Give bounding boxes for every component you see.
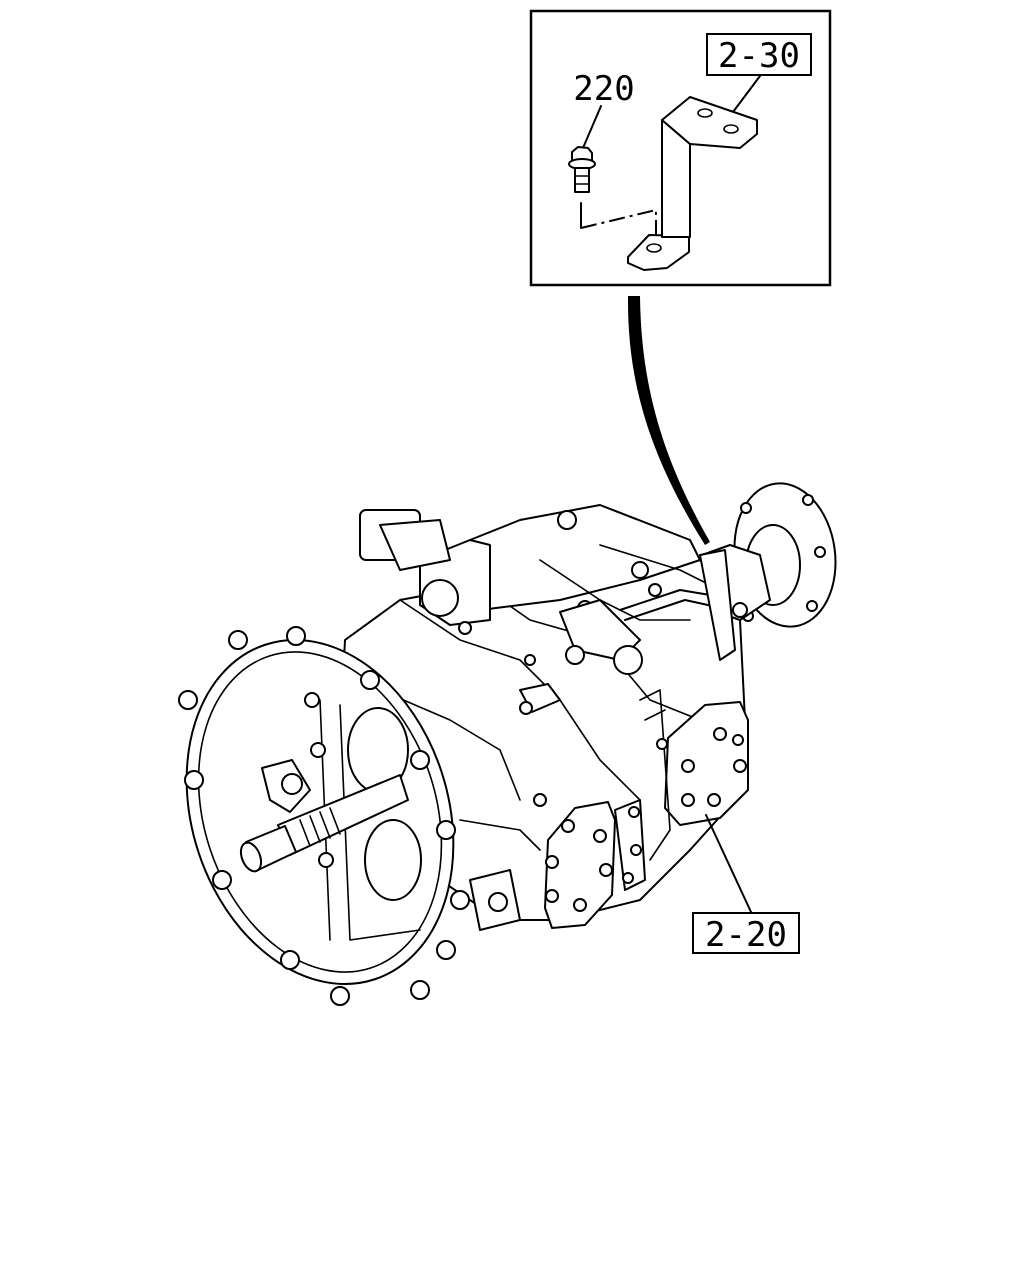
callout-bracket[interactable]: 2-30: [706, 33, 812, 76]
callout-transmission[interactable]: 2-20: [692, 912, 800, 955]
assembly-line: [580, 208, 657, 245]
callout-box-transmission: [692, 912, 800, 954]
leader-line-bolt: [582, 105, 602, 149]
transmission-assembly: [178, 482, 837, 1006]
callout-label-transmission: 2-20: [705, 915, 787, 955]
inset-detail-panel: 2-30 220: [529, 9, 832, 287]
callout-label-bolt[interactable]: 220: [573, 69, 634, 109]
leader-line-transmission: [705, 814, 752, 913]
leader-line-bracket: [732, 75, 761, 113]
callout-box-bracket: [706, 33, 812, 76]
connection-swoosh: [627, 296, 710, 545]
input-shaft: [239, 774, 409, 873]
flange-bolt-part: [568, 146, 596, 229]
callout-label-bracket: 2-30: [718, 36, 800, 76]
mounting-bracket-part: [627, 96, 758, 271]
